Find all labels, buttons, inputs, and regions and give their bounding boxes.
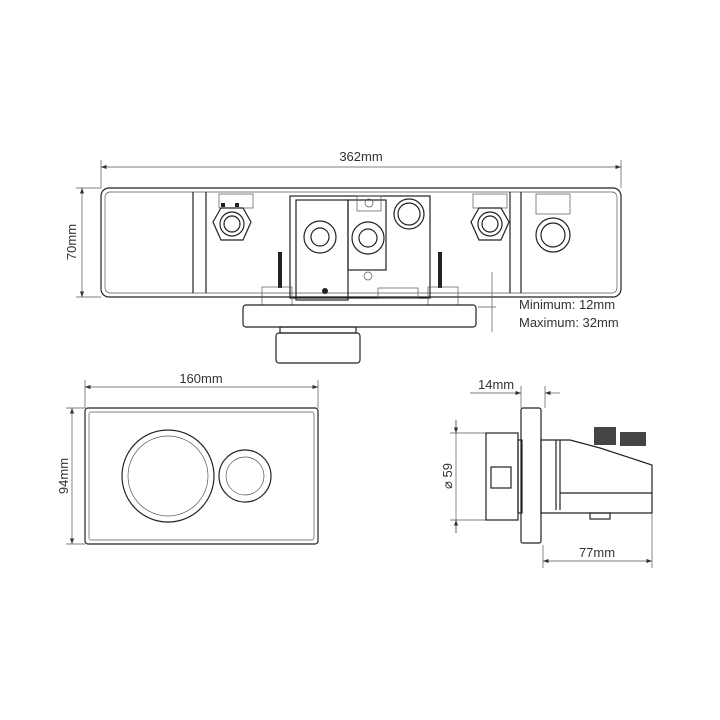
plate-height-label: 94mm — [56, 458, 71, 494]
side-flange — [520, 407, 542, 544]
flange-thickness-label: 14mm — [478, 377, 514, 392]
fitting-nut — [212, 207, 252, 241]
top-width-label: 362mm — [339, 149, 382, 164]
half-flush-button — [218, 449, 272, 503]
top-height-label: 70mm — [64, 224, 79, 260]
minimum-label: Minimum: 12mm — [519, 297, 615, 312]
front-plate-view: 160mm 94mm — [56, 371, 319, 545]
maximum-label: Maximum: 32mm — [519, 315, 619, 330]
plate-width-label: 160mm — [179, 371, 222, 386]
diameter-label: ⌀ 59 — [440, 463, 455, 489]
full-flush-button — [121, 429, 215, 523]
cistern-frame-outline — [100, 187, 622, 298]
side-view: 14mm ⌀ 59 77mm — [440, 377, 653, 568]
button-knob — [275, 332, 361, 364]
flush-plate-edge — [242, 304, 477, 328]
depth-label: 77mm — [579, 545, 615, 560]
top-view: 362mm 70mm — [64, 149, 622, 364]
flush-plate — [84, 407, 319, 545]
